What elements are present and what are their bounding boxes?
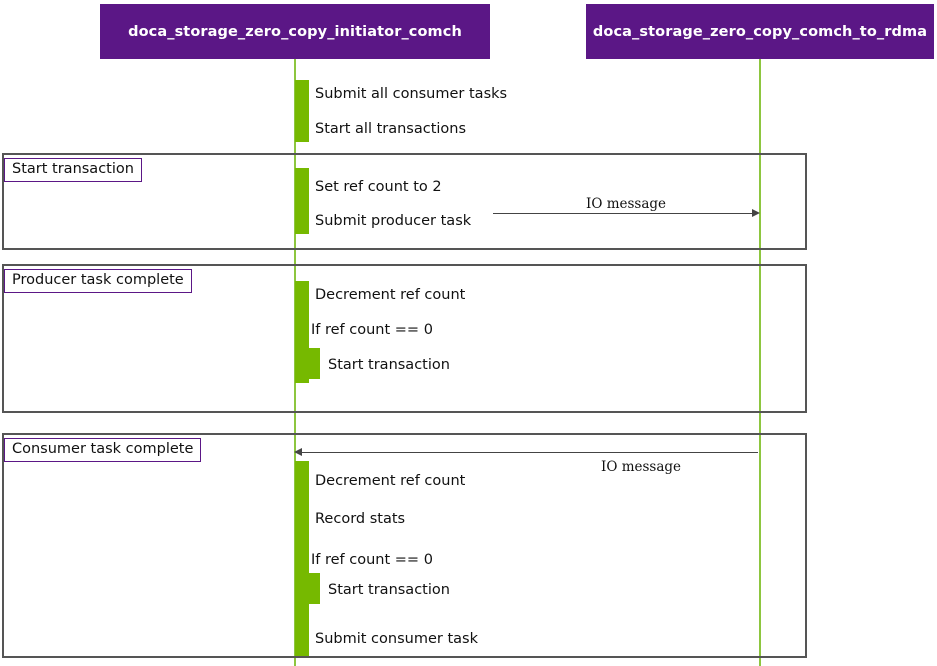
step-label: Submit producer task	[315, 213, 472, 229]
fragment-label: Consumer task complete	[4, 438, 202, 462]
step-label: Start all transactions	[315, 121, 467, 137]
activation-bar-preamble	[295, 80, 309, 142]
step-label: Record stats	[315, 511, 406, 527]
message-label: IO message	[601, 459, 682, 475]
activation-bar-nested-start-transaction	[303, 573, 320, 604]
message-line-io-message-out	[493, 213, 758, 214]
step-label: Start transaction	[328, 357, 450, 373]
fragment-consumer-task-complete	[2, 433, 807, 658]
step-label: Submit consumer task	[315, 631, 478, 647]
step-label: Start transaction	[328, 582, 450, 598]
participant-header-initiator[interactable]: doca_storage_zero_copy_initiator_comch	[100, 4, 490, 59]
message-line-io-message-in	[300, 452, 758, 453]
participant-label: doca_storage_zero_copy_initiator_comch	[128, 23, 462, 40]
fragment-start-transaction	[2, 153, 807, 250]
message-arrowhead-left	[294, 448, 302, 456]
step-label: If ref count == 0	[311, 552, 433, 568]
message-arrowhead-right	[752, 209, 760, 217]
step-label: Set ref count to 2	[315, 179, 442, 195]
activation-bar-consumer-task-complete	[295, 461, 309, 656]
step-label: Decrement ref count	[315, 473, 466, 489]
step-label: Decrement ref count	[315, 287, 466, 303]
fragment-producer-task-complete	[2, 264, 807, 413]
activation-bar-start-transaction	[295, 168, 309, 234]
step-label: Submit all consumer tasks	[315, 86, 508, 102]
message-label: IO message	[586, 196, 667, 212]
participant-label: doca_storage_zero_copy_comch_to_rdma	[592, 23, 928, 40]
step-label: If ref count == 0	[311, 322, 433, 338]
activation-bar-nested-start-transaction	[303, 348, 320, 379]
lifeline-comch-to-rdma	[759, 59, 761, 666]
fragment-label: Producer task complete	[4, 269, 192, 293]
fragment-label: Start transaction	[4, 158, 142, 182]
participant-header-comch-to-rdma[interactable]: doca_storage_zero_copy_comch_to_rdma	[586, 4, 934, 59]
